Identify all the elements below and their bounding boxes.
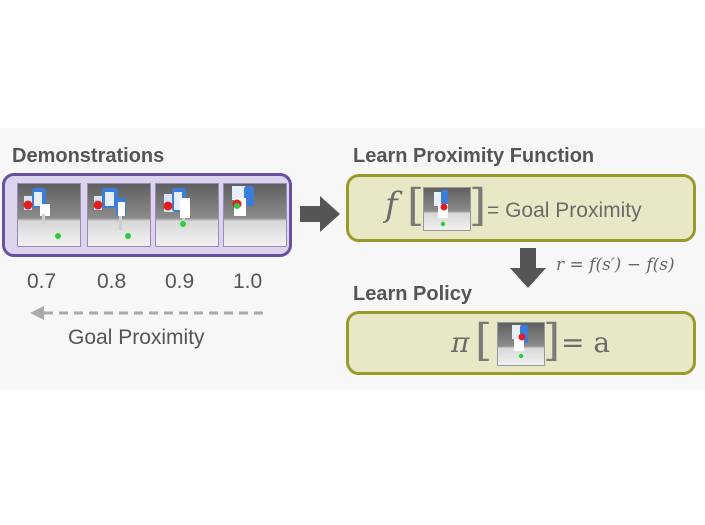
reward-equation: r = f(s′) − f(s) bbox=[556, 255, 675, 275]
proximity-function-symbol: f bbox=[385, 185, 398, 225]
action-output: = a bbox=[561, 326, 611, 359]
down-arrow-icon bbox=[510, 248, 546, 288]
learn-proximity-heading: Learn Proximity Function bbox=[353, 145, 595, 167]
proximity-value-3: 0.9 bbox=[165, 270, 195, 293]
policy-state-thumbnail bbox=[497, 322, 545, 366]
goal-proximity-caption: Goal Proximity bbox=[68, 326, 205, 349]
left-bracket: [ bbox=[475, 315, 493, 366]
right-bracket: ] bbox=[543, 315, 561, 366]
demonstrations-heading: Demonstrations bbox=[12, 145, 165, 167]
dashed-left-arrow bbox=[30, 306, 264, 320]
policy-symbol: π bbox=[451, 326, 470, 359]
proximity-function-box: f [ ] = Goal Proximity bbox=[346, 174, 696, 242]
state-thumbnail bbox=[423, 187, 471, 231]
right-arrow-icon bbox=[300, 196, 340, 232]
proximity-value-2: 0.8 bbox=[97, 270, 127, 293]
demo-frame-1 bbox=[17, 183, 81, 247]
proximity-value-1: 0.7 bbox=[27, 270, 57, 293]
demo-frame-3 bbox=[155, 183, 219, 247]
demo-frame-2 bbox=[87, 183, 151, 247]
proximity-value-4: 1.0 bbox=[233, 270, 263, 293]
right-bracket: ] bbox=[469, 180, 487, 231]
learn-policy-heading: Learn Policy bbox=[353, 283, 472, 305]
policy-box: π [ ] = a bbox=[346, 311, 696, 375]
demonstrations-panel bbox=[2, 173, 292, 257]
goal-proximity-output: = Goal Proximity bbox=[487, 199, 642, 222]
left-bracket: [ bbox=[407, 180, 425, 231]
demo-frame-4 bbox=[223, 183, 287, 247]
